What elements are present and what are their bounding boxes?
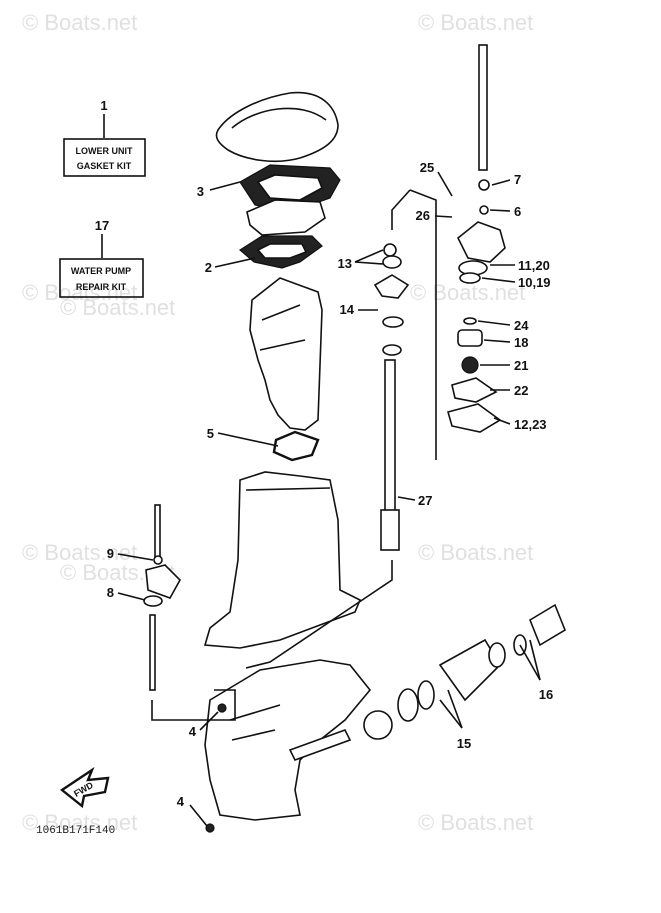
lower-casing <box>203 471 362 649</box>
callout: 4 <box>189 724 197 739</box>
callout: 10,19 <box>518 275 551 290</box>
part-gasket-5 <box>272 430 320 462</box>
upper-casing <box>249 277 323 431</box>
bolts <box>205 703 227 833</box>
callout: 6 <box>514 204 521 219</box>
kit-lower-unit-gasket: 1 LOWER UNIT GASKET KIT <box>63 98 146 177</box>
shift-rod <box>143 504 181 691</box>
callout: 13 <box>338 256 352 271</box>
bracket-lines <box>151 189 437 721</box>
watermark: © Boats.net <box>22 540 137 565</box>
callout: 22 <box>514 383 528 398</box>
callout-labels: 3 2 5 25 7 26 6 13 11,20 10,19 14 24 18 … <box>107 160 553 809</box>
callout: 24 <box>514 318 529 333</box>
gearcase <box>204 659 372 821</box>
fwd-arrow: FWD <box>59 766 110 809</box>
callout: 7 <box>514 172 521 187</box>
kit-number: 17 <box>95 218 109 233</box>
kit-line: WATER PUMP <box>71 266 131 276</box>
watermark: © Boats.net <box>60 295 175 320</box>
callout: 11,20 <box>518 258 550 273</box>
callout: 15 <box>457 736 471 751</box>
callout: 16 <box>539 687 553 702</box>
callout: 18 <box>514 335 528 350</box>
part-gasket-3 <box>239 164 341 213</box>
water-pump-parts <box>447 179 506 433</box>
callout: 9 <box>107 546 114 561</box>
callout: 26 <box>416 208 430 223</box>
callout: 21 <box>514 358 528 373</box>
leader-lines <box>117 171 541 827</box>
prop-shaft-parts <box>288 603 566 761</box>
callout: 12,23 <box>514 417 547 432</box>
driveshaft-seals <box>373 243 410 356</box>
watermark: © Boats.net <box>418 810 533 835</box>
diagram-code: 1061B171F140 <box>36 825 115 837</box>
callout: 8 <box>107 585 114 600</box>
upper-cover <box>215 91 339 163</box>
callout: 3 <box>197 184 204 199</box>
part-plate <box>246 199 326 236</box>
watermark: © Boats.net <box>418 540 533 565</box>
callout: 2 <box>205 260 212 275</box>
callout: 4 <box>177 794 185 809</box>
kit-number: 1 <box>100 98 107 113</box>
watermark: © Boats.net <box>410 280 525 305</box>
callout: 14 <box>340 302 355 317</box>
kit-line: GASKET KIT <box>77 161 132 171</box>
watermark: © Boats.net <box>22 810 137 835</box>
driveshaft <box>380 359 400 551</box>
watermark-layer: © Boats.net © Boats.net © Boats.net © Bo… <box>22 10 533 835</box>
watermark: © Boats.net <box>22 280 137 305</box>
water-tube <box>478 44 488 171</box>
watermark: © Boats.net <box>418 10 533 35</box>
kit-line: REPAIR KIT <box>76 282 127 292</box>
watermark: © Boats.net <box>22 10 137 35</box>
kit-water-pump-repair: 17 WATER PUMP REPAIR KIT <box>59 218 144 298</box>
callout: 25 <box>420 160 434 175</box>
callout: 5 <box>207 426 214 441</box>
part-gasket-2 <box>238 235 323 269</box>
callout: 27 <box>418 493 432 508</box>
kit-line: LOWER UNIT <box>76 146 133 156</box>
